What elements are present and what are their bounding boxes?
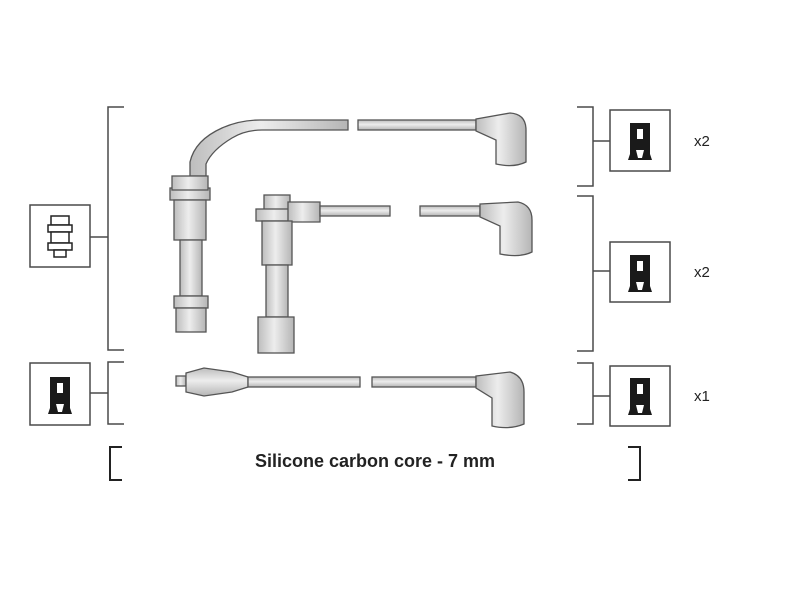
material-caption: Silicone carbon core - 7 mm [254, 451, 496, 471]
ignition-cable-3 [175, 367, 525, 429]
boot-connector-icon [609, 365, 671, 427]
left-bracket-small [90, 361, 124, 425]
quantity-label-3: x1 [694, 388, 710, 405]
boot-connector-icon [609, 241, 671, 303]
ignition-cable-2 [255, 194, 533, 354]
boot-connector-icon [29, 362, 91, 426]
spark-plug-connector-icon [29, 204, 91, 268]
boot-connector-icon [609, 109, 671, 172]
ignition-cable-1 [169, 112, 527, 333]
quantity-label-1: x2 [694, 133, 710, 150]
quantity-label-2: x2 [694, 264, 710, 281]
left-bracket-large [90, 106, 124, 351]
right-bracket-3 [577, 362, 610, 425]
right-bracket-2 [577, 195, 610, 352]
right-bracket-1 [577, 106, 610, 187]
caption-bracket [109, 446, 641, 481]
